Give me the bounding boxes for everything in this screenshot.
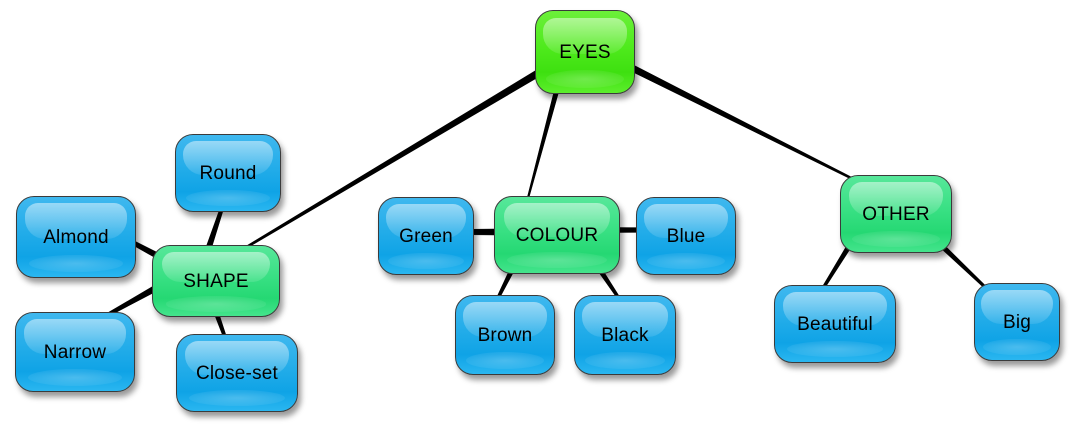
node-label-shape: SHAPE [183, 270, 249, 292]
node-label-almond: Almond [43, 226, 109, 248]
node-label-green: Green [399, 225, 453, 247]
node-label-black: Black [601, 324, 649, 346]
edge-eyes-to-colour [526, 92, 559, 199]
node-shape[interactable]: SHAPE [152, 245, 280, 317]
node-beautiful[interactable]: Beautiful [774, 285, 896, 363]
node-colour[interactable]: COLOUR [494, 196, 620, 274]
node-black[interactable]: Black [574, 295, 676, 375]
node-label-round: Round [199, 162, 257, 184]
node-big[interactable]: Big [974, 283, 1060, 361]
node-other[interactable]: OTHER [840, 175, 952, 253]
edge-other-to-big [942, 246, 988, 290]
node-round[interactable]: Round [175, 134, 281, 212]
node-brown[interactable]: Brown [455, 295, 555, 375]
node-narrow[interactable]: Narrow [15, 312, 135, 392]
node-close-set[interactable]: Close-set [176, 334, 298, 412]
node-almond[interactable]: Almond [16, 196, 136, 278]
node-label-beautiful: Beautiful [797, 313, 873, 335]
node-label-narrow: Narrow [43, 341, 107, 363]
node-label-colour: COLOUR [515, 224, 599, 246]
node-label-blue: Blue [666, 225, 706, 247]
node-green[interactable]: Green [378, 197, 474, 275]
node-label-other: OTHER [862, 203, 930, 225]
node-label-eyes: EYES [559, 41, 611, 63]
edge-eyes-to-other [630, 64, 856, 182]
node-label-close-set: Close-set [195, 362, 279, 384]
node-blue[interactable]: Blue [636, 197, 736, 275]
node-label-big: Big [1002, 311, 1032, 333]
node-label-brown: Brown [477, 324, 533, 346]
node-eyes[interactable]: EYES [535, 10, 635, 94]
